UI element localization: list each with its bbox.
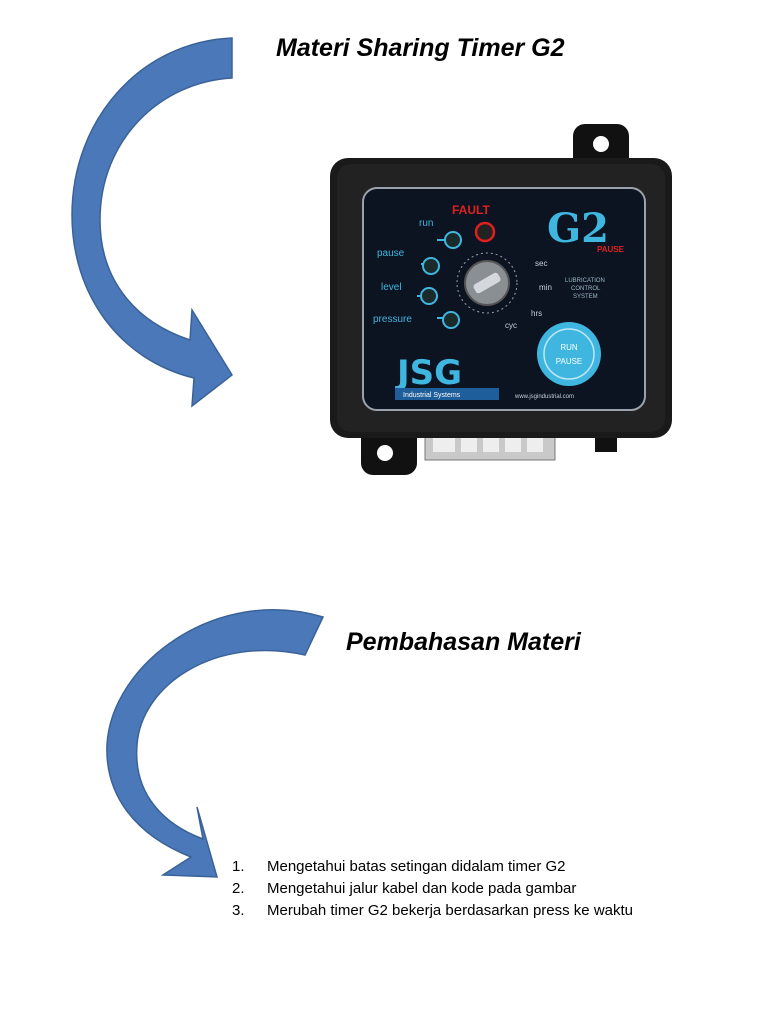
indicator-label-pressure: pressure xyxy=(373,314,412,325)
dial-label-min: min xyxy=(539,283,552,292)
g2-logo-sub: PAUSE xyxy=(597,245,625,254)
indicator-label-pause: pause xyxy=(377,248,405,259)
run-button-label: RUN xyxy=(560,343,578,352)
list-item-number: 2. xyxy=(232,880,245,897)
list-item-text: Mengetahui jalur kabel dan kode pada gam… xyxy=(267,880,577,897)
list-item-text: Mengetahui batas setingan didalam timer … xyxy=(267,858,566,875)
indicator-label-level: level xyxy=(381,282,402,293)
topic-list: 1. Mengetahui batas setingan didalam time… xyxy=(232,856,633,922)
fault-led xyxy=(474,221,496,243)
dial-ring xyxy=(456,252,518,314)
jsg-logo-sub: Industrial Systems xyxy=(403,392,461,399)
dial-label-hrs: hrs xyxy=(531,309,542,318)
list-item-number: 1. xyxy=(232,858,245,875)
dial-label-cyc: cyc xyxy=(505,321,517,330)
curved-arrow-icon xyxy=(71,37,233,408)
run-led xyxy=(444,231,462,249)
list-item-text: Merubah timer G2 bekerja berdasarkan pre… xyxy=(267,902,634,919)
dial-label-sec: sec xyxy=(535,259,547,268)
section-title: Pembahasan Materi xyxy=(346,628,581,656)
indicator-label-run: run xyxy=(419,218,433,229)
list-item: 1. Mengetahui batas setingan didalam time… xyxy=(232,856,633,878)
pause-led xyxy=(422,257,440,275)
level-led xyxy=(420,287,438,305)
list-item-number: 3. xyxy=(232,902,245,919)
list-item: 2. Mengetahui jalur kabel dan kode pada g… xyxy=(232,878,633,900)
curved-arrow-icon xyxy=(106,609,325,878)
pause-button-label: PAUSE xyxy=(556,357,583,366)
jsg-logo: JSG xyxy=(395,353,462,393)
device-desc-1: LUBRICATION xyxy=(565,278,605,284)
device-desc-3: SYSTEM xyxy=(573,294,598,300)
g2-logo: G2 xyxy=(547,205,609,252)
device-desc-2: CONTROL xyxy=(571,286,601,292)
pressure-led xyxy=(442,311,460,329)
g2-timer-device-image: FAULT run pause level pressure sec min h… xyxy=(330,124,672,475)
list-item: 3. Merubah timer G2 bekerja berdasarkan p… xyxy=(232,900,633,922)
run-pause-button xyxy=(537,322,601,386)
page-title: Materi Sharing Timer G2 xyxy=(276,34,565,62)
website-label: www.jsgindustrial.com xyxy=(514,394,574,400)
fault-label: FAULT xyxy=(452,203,490,217)
